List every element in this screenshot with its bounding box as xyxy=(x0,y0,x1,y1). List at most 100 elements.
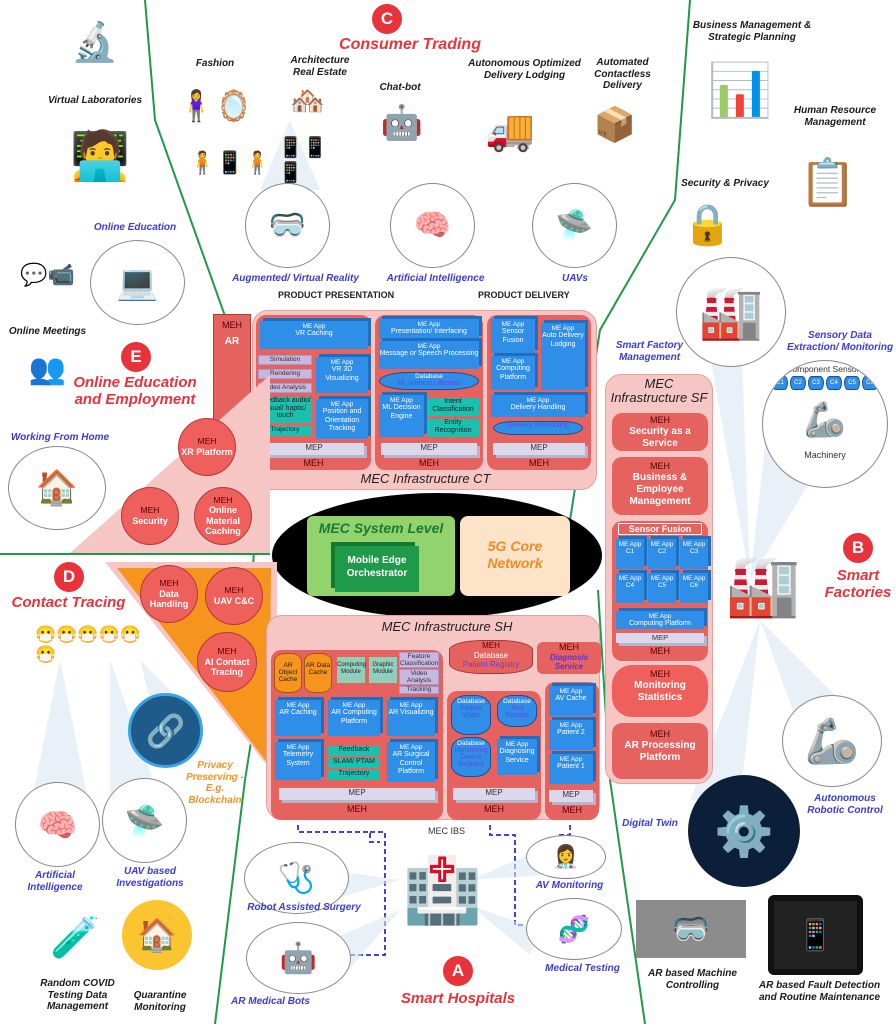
feedback-label: Feedback xyxy=(328,746,380,756)
database-delivery-scheduling: Delivery Scheduling xyxy=(493,421,583,435)
label-machinery: Machinery xyxy=(804,450,846,460)
focus-beam xyxy=(30,660,90,810)
label-security-privacy: Security & Privacy xyxy=(681,178,769,189)
meh-diagnosis-service[interactable]: MEH Diagnosis Service xyxy=(537,642,601,674)
mec-system-level-box: MEC System Level Mobile Edge Orchestrato… xyxy=(307,516,455,596)
task-feature-classification: Feature Classification xyxy=(399,652,439,668)
label-online-meetings: Online Meetings xyxy=(8,326,87,337)
task-tracking: Tracking xyxy=(399,686,439,694)
sensor-c3: C3 xyxy=(808,376,824,390)
label-quarantine: Quarantine Monitoring xyxy=(133,990,187,1013)
presentation-board-icon: 📊 xyxy=(707,62,773,120)
task-rendering: Rendering xyxy=(258,369,312,379)
sensor-c4: C4 xyxy=(826,376,842,390)
section-title-contact-tracing: Contact Tracing xyxy=(11,594,126,611)
sensor-c2: C2 xyxy=(790,376,806,390)
section-title-smart-factories: Smart Factories xyxy=(824,567,892,601)
meh-sh-left: AR Object Cache AR Data Cache Computing … xyxy=(271,650,443,820)
mec-system-level-label: MEC System Level xyxy=(318,520,444,536)
mep-sh-middle: MEP xyxy=(453,788,535,800)
label-contactless-delivery: Automated Contactless Delivery xyxy=(594,57,651,91)
security-lock-icon: 🔒 xyxy=(682,203,733,247)
label-robot-surgery: Robot Assisted Surgery xyxy=(247,902,361,913)
label-covid-testing: Random COVID Testing Data Management xyxy=(40,978,115,1012)
mec-sf-title: MEC Infrastructure SF xyxy=(610,376,708,406)
label-autonomous-robotic: Autonomous Robotic Control xyxy=(807,793,883,816)
slam-ptam-label: SLAM/ PTAM xyxy=(328,758,380,768)
cache-ar-data: AR Data Cache xyxy=(304,653,332,693)
label-virtual-laboratories: Virtual Laboratories xyxy=(47,95,143,106)
architecture-model-icon: 🏘️ xyxy=(290,84,325,116)
sensors-machinery-circle: Component Sensors C1 C2 C3 C4 C5 C6 🦾 Ma… xyxy=(762,360,888,488)
label-online-education: Online Education xyxy=(93,222,177,233)
mep-ct-col3: MEP xyxy=(493,443,585,455)
sensor-fusion-label: Sensor Fusion xyxy=(618,523,702,535)
label-human-resource: Human Resource Management xyxy=(793,105,877,128)
section-badge-d: D xyxy=(54,562,84,592)
mep-sh-right: MEP xyxy=(549,790,593,802)
trajectory-label: Trajectory xyxy=(328,770,380,780)
label-ar-fault-detection: AR based Fault Detection and Routine Mai… xyxy=(758,980,881,1003)
label-ar-vr: Augmented/ Virtual Reality xyxy=(232,273,359,284)
5g-core-network[interactable]: 5G Core Network xyxy=(460,516,570,596)
mobile-edge-orchestrator[interactable]: Mobile Edge Orchestrator xyxy=(335,546,419,592)
label-product-delivery: PRODUCT DELIVERY xyxy=(478,290,570,300)
medical-testing-icon: 🧬 xyxy=(526,898,622,960)
uav-drone-icon: 🛸 xyxy=(532,183,617,268)
robotic-arm-icon: 🦾 xyxy=(782,695,882,787)
label-delivery-lodging: Autonomous Optimized Delivery Lodging xyxy=(468,58,581,81)
focus-beam xyxy=(700,300,750,580)
ar-medical-bots-icon: 🤖 xyxy=(246,922,351,994)
label-component-sensors: Component Sensors xyxy=(786,364,864,374)
meeting-apps-icon: 💬📹 xyxy=(20,262,75,287)
section-title-consumer-trading: Consumer Trading xyxy=(339,36,481,53)
chatbot-robot-icon: 🤖 xyxy=(380,104,424,142)
label-working-from-home: Working From Home xyxy=(10,432,110,443)
sensor-list: C1 C2 C3 C4 C5 C6 xyxy=(763,376,887,390)
online-education-laptop-icon: 💻 xyxy=(90,240,185,325)
smart-factory-management-icon: 🏭 xyxy=(676,257,786,367)
online-meeting-icon: 👥 xyxy=(28,352,67,386)
